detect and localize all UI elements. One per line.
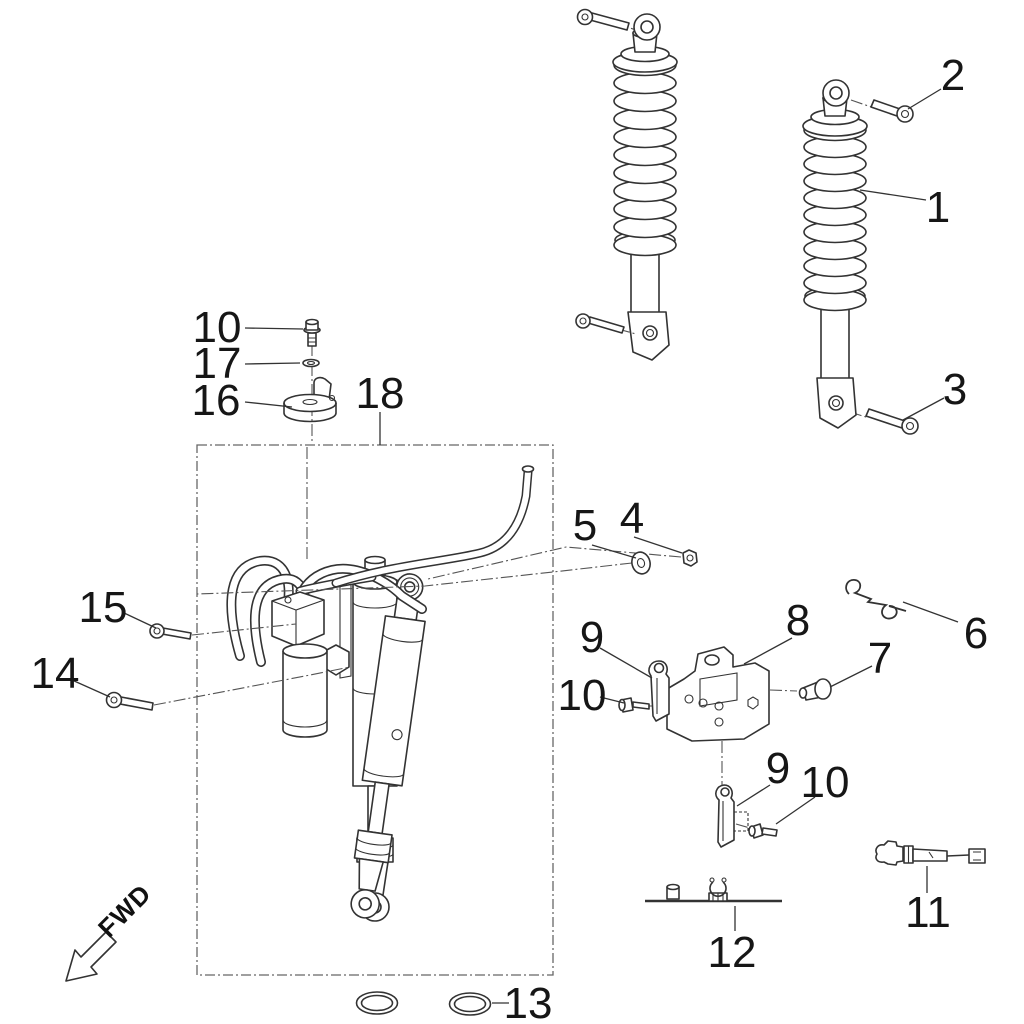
mounting-bracket-group <box>618 646 832 798</box>
o-rings <box>355 991 509 1016</box>
callout-10-lower: 10 <box>801 758 850 807</box>
callout-10-bracket: 10 <box>558 671 607 720</box>
upper-mount-bolt-left <box>576 8 630 31</box>
callout-8: 8 <box>786 596 810 645</box>
washer-and-nut-group <box>196 546 698 595</box>
callout-13: 13 <box>504 979 553 1024</box>
clip-bolt-10-lower <box>748 823 778 839</box>
mounting-bracket <box>666 646 770 742</box>
callout-6: 6 <box>964 609 988 658</box>
callout-9-lower: 9 <box>766 744 790 793</box>
adjuster-cap-group <box>283 318 337 560</box>
sensor-cap <box>283 376 337 423</box>
bolt-14 <box>105 666 351 711</box>
clip-bolt-10-mid <box>618 697 650 713</box>
coil-spring-left <box>613 53 677 257</box>
lower-clip-group <box>715 784 778 848</box>
valve-manifold <box>271 591 325 647</box>
callout-1: 1 <box>926 183 950 232</box>
callout-18: 18 <box>356 369 405 418</box>
callout-14: 14 <box>31 649 80 698</box>
bracket-bolt-7 <box>798 678 832 701</box>
callout-numbers: 2 1 3 10 17 16 18 5 4 15 14 9 10 8 7 6 9… <box>31 51 989 1024</box>
callout-2: 2 <box>941 51 965 100</box>
callout-17: 17 <box>193 339 242 388</box>
cap-screw <box>303 318 321 347</box>
lower-mount-bolt-left <box>575 313 637 335</box>
callout-5: 5 <box>573 501 597 550</box>
callout-3: 3 <box>943 365 967 414</box>
callout-9-upper: 9 <box>580 613 604 662</box>
washer <box>631 551 651 575</box>
small-washer <box>302 358 320 368</box>
callout-leaders <box>71 88 959 825</box>
callout-16: 16 <box>192 376 241 425</box>
sensor-cable <box>875 840 986 893</box>
callout-12: 12 <box>708 928 757 977</box>
callout-15: 15 <box>79 583 128 632</box>
p-clip <box>709 881 727 897</box>
hydraulic-hoses <box>231 465 535 662</box>
clip-plate-9-lower <box>715 784 749 848</box>
callout-11: 11 <box>905 888 951 937</box>
reservoir <box>282 643 328 738</box>
upper-mount-bolt-right <box>870 99 914 123</box>
fwd-label: FWD <box>92 878 157 943</box>
callout-7: 7 <box>868 634 892 683</box>
assembly-boundary-box <box>196 444 554 976</box>
lower-mount-bolt-right <box>865 408 919 435</box>
nut <box>682 549 698 567</box>
clip-plate-9-upper <box>648 660 670 722</box>
callout-10-cap: 10 <box>193 303 242 352</box>
pipe-with-clip <box>645 877 782 931</box>
retainer-wire <box>845 579 907 620</box>
callout-4: 4 <box>620 494 644 543</box>
fwd-direction-arrow: FWD <box>65 878 157 982</box>
electronic-suspension-assembly <box>231 465 535 922</box>
shock-absorber-right <box>802 79 919 435</box>
coil-spring-right <box>803 118 867 312</box>
hose-open-end <box>521 465 535 473</box>
shock-absorber-left <box>575 8 678 361</box>
